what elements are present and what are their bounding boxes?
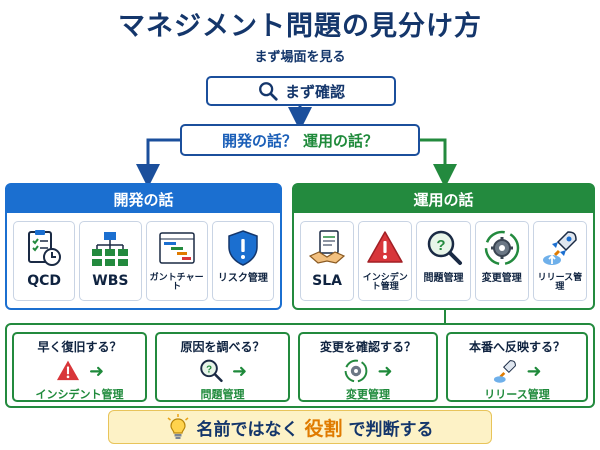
rocket-upload-icon xyxy=(494,360,517,383)
question-dev: 開発の話？ xyxy=(221,131,297,150)
dev-card-risk: リスク管理 xyxy=(211,221,274,301)
ops-panel: 運用の話 SLA インシデント管理 ? xyxy=(292,183,595,310)
task-question: 早く復旧する？ xyxy=(37,340,122,354)
arrow-right-icon: ➜ xyxy=(88,360,105,382)
gantt-chart-icon xyxy=(158,232,195,264)
dev-card-qcd: QCD xyxy=(13,221,76,301)
ops-card-release: リリース管理 xyxy=(532,221,588,301)
ops-panel-title: 運用の話 xyxy=(294,185,593,213)
task-confirm-change: 変更を確認する？ ➜ 変更管理 xyxy=(298,332,438,402)
task-question: 原因を調べる？ xyxy=(180,340,265,354)
gear-cycle-icon xyxy=(345,359,368,383)
warning-triangle-icon xyxy=(56,360,80,381)
task-answer: 変更管理 xyxy=(346,388,390,401)
arrow-right-icon: ➜ xyxy=(231,360,248,382)
checklist-clock-icon xyxy=(28,230,62,266)
task-restore: 早く復旧する？ ➜ インシデント管理 xyxy=(12,332,147,402)
first-check-label: まず確認 xyxy=(284,82,345,101)
arrow-to-dev xyxy=(136,138,180,188)
magnifier-icon xyxy=(259,82,278,101)
svg-text:?: ? xyxy=(206,364,212,375)
ops-card-label: SLA xyxy=(312,273,343,289)
task-question: 本番へ反映する？ xyxy=(468,340,565,354)
question-ops: 運用の話？ xyxy=(303,131,379,150)
arrow-right-icon: ➜ xyxy=(377,360,393,382)
question-magnifier-icon: ? xyxy=(200,359,223,383)
task-deploy: 本番へ反映する？ ➜ リリース管理 xyxy=(446,332,588,402)
first-check-box: まず確認 xyxy=(206,76,396,106)
question-magnifier-icon: ? xyxy=(427,230,462,265)
ops-card-incident: インシデント管理 xyxy=(358,221,413,301)
footer-accent: 役割 xyxy=(304,417,343,440)
lightbulb-icon xyxy=(168,414,189,439)
ops-card-label: リリース管理 xyxy=(537,273,583,293)
dev-card-label: リスク管理 xyxy=(217,273,268,284)
footer-banner: 名前ではなく 役割 で判断する xyxy=(108,410,492,444)
dev-card-label: QCD xyxy=(27,273,62,289)
warning-triangle-icon xyxy=(367,231,404,263)
question-box: 開発の話？ 運用の話？ xyxy=(180,124,420,156)
ops-card-label: 変更管理 xyxy=(481,273,522,284)
task-answer: リリース管理 xyxy=(484,388,550,401)
task-question: 変更を確認する？ xyxy=(319,340,416,354)
task-answer: インシデント管理 xyxy=(35,388,124,401)
hierarchy-icon xyxy=(92,232,129,266)
dev-panel: 開発の話 QCD xyxy=(5,183,282,310)
shield-alert-icon xyxy=(228,230,258,266)
footer-prefix: 名前ではなく xyxy=(196,419,299,440)
ops-card-problem: ? 問題管理 xyxy=(416,221,471,301)
dev-panel-title: 開発の話 xyxy=(7,185,280,213)
footer-suffix: で判断する xyxy=(348,419,434,440)
task-answer: 問題管理 xyxy=(200,388,245,401)
arrow-right-icon: ➜ xyxy=(526,360,542,382)
task-investigate: 原因を調べる？ ? ➜ 問題管理 xyxy=(155,332,290,402)
dev-card-label: ガントチャート xyxy=(149,273,204,293)
ops-card-change: 変更管理 xyxy=(474,221,529,301)
arrow-to-ops xyxy=(420,138,457,188)
ops-card-sla: SLA xyxy=(300,221,355,301)
dev-card-label: WBS xyxy=(92,273,129,289)
ops-card-label: 問題管理 xyxy=(423,273,464,284)
ops-card-label: インシデント管理 xyxy=(362,273,408,293)
gear-cycle-icon xyxy=(484,230,519,266)
page-title: マネジメント問題の見分け方 xyxy=(118,11,482,42)
page-subtitle: まず場面を見る xyxy=(254,50,346,65)
rocket-upload-icon xyxy=(542,231,577,265)
task-examples-frame xyxy=(5,323,595,408)
dev-card-gantt: ガントチャート xyxy=(145,221,208,301)
handshake-document-icon xyxy=(308,230,346,264)
dev-card-wbs: WBS xyxy=(79,221,142,301)
svg-text:?: ? xyxy=(436,237,445,254)
